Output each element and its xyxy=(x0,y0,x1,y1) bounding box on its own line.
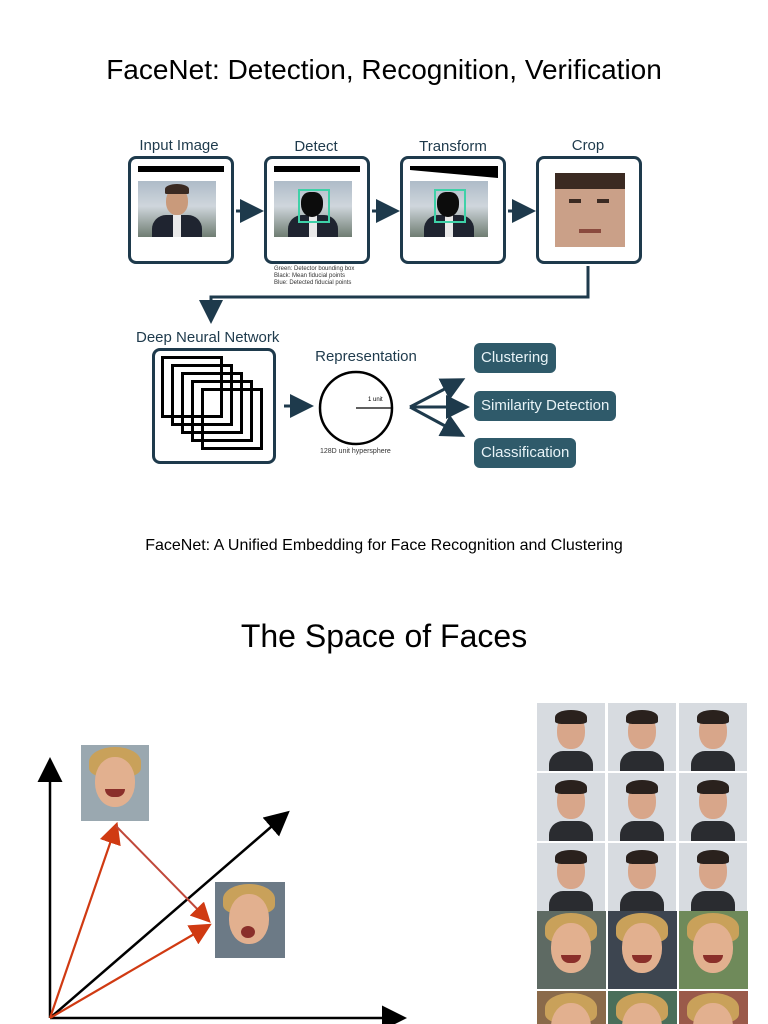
grid-face xyxy=(679,773,747,841)
dnn-panel xyxy=(152,348,276,464)
detect-panel xyxy=(264,156,370,264)
transform-face-photo xyxy=(410,181,488,237)
stage-label-transform: Transform xyxy=(419,138,487,155)
grid-face xyxy=(608,773,676,841)
difference-vector xyxy=(115,825,211,923)
face-image-surprised xyxy=(215,882,285,958)
grid-face xyxy=(608,703,676,771)
legend-green: Green: Detector bounding box xyxy=(274,266,355,272)
grid-face xyxy=(679,703,747,771)
grid-face xyxy=(537,843,605,911)
face-image-smiling xyxy=(81,745,149,821)
legend-blue: Blue: Detected fiducial points xyxy=(274,280,352,286)
grid-face xyxy=(537,773,605,841)
crop-panel xyxy=(536,156,642,264)
transform-panel xyxy=(400,156,506,264)
stage-label-detect: Detect xyxy=(294,138,338,155)
input-image-panel xyxy=(128,156,234,264)
axes xyxy=(37,757,407,1024)
face-vector-1 xyxy=(48,821,121,1019)
grid-face xyxy=(679,991,748,1024)
face-grid xyxy=(537,703,748,1024)
output-clustering: Clustering xyxy=(474,343,556,373)
unit-label: 1 unit xyxy=(368,397,383,403)
grid-face xyxy=(537,703,605,771)
slide-title-space-of-faces: The Space of Faces xyxy=(240,618,528,654)
grid-face xyxy=(679,911,748,989)
grid-face xyxy=(608,911,677,989)
stage-label-crop: Crop xyxy=(571,137,605,154)
output-classification: Classification xyxy=(474,438,577,468)
dnn-label: Deep Neural Network xyxy=(136,329,280,346)
grid-face xyxy=(679,843,747,911)
output-similarity-detection: Similarity Detection xyxy=(474,391,617,421)
face-space-diagram xyxy=(37,757,407,1024)
paper-caption: FaceNet: A Unified Embedding for Face Re… xyxy=(145,537,623,554)
detect-face-photo xyxy=(274,181,352,237)
pipeline-arrows xyxy=(199,199,590,446)
face-vector-2 xyxy=(49,923,212,1019)
representation-label: Representation xyxy=(315,348,417,365)
transform-skew-bar xyxy=(410,166,498,178)
detect-legend: Green: Detector bounding box Black: Mean… xyxy=(274,266,394,287)
stage-label-input: Input Image xyxy=(139,137,219,154)
grid-face xyxy=(608,843,676,911)
grid-face xyxy=(608,991,677,1024)
hypersphere-label: 128D unit hypersphere xyxy=(320,448,391,455)
grid-face xyxy=(537,991,606,1024)
input-face-photo xyxy=(138,181,216,237)
grid-face xyxy=(537,911,606,989)
slide-title-facenet: FaceNet: Detection, Recognition, Verific… xyxy=(106,54,662,85)
crop-face-photo xyxy=(555,173,625,247)
legend-black: Black: Mean fiducial points xyxy=(274,273,346,279)
